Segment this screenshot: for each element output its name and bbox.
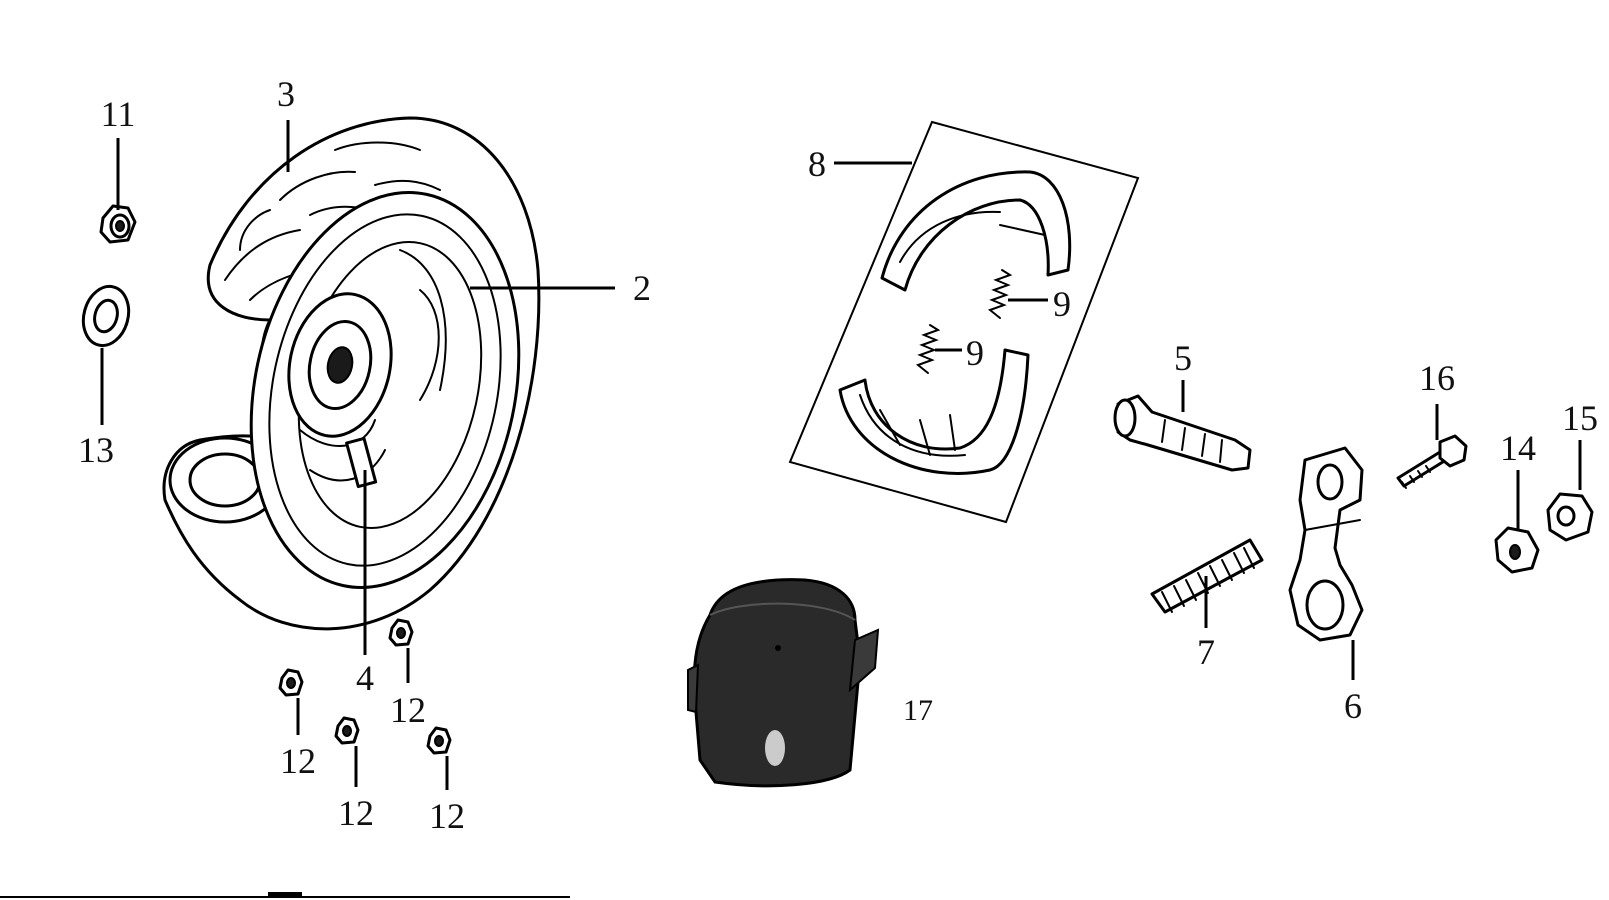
- callout-16: 16: [1419, 358, 1455, 398]
- lug-nut-part-12c: [334, 716, 360, 745]
- callout-12-c: 12: [338, 793, 374, 833]
- nut-part-14: [1494, 526, 1540, 574]
- callout-15: 15: [1562, 398, 1598, 438]
- lug-nut-part-12a: [388, 618, 414, 647]
- callout-6: 6: [1344, 686, 1362, 726]
- callout-11: 11: [101, 94, 136, 134]
- callout-4: 4: [356, 658, 374, 698]
- bottom-rule-mark: [268, 892, 302, 898]
- callout-14: 14: [1500, 428, 1536, 468]
- bolt-part-16: [1396, 434, 1468, 489]
- callout-labels: 11 13 3 2 4 12 12 12 12 8 9 9 5 7 6 16 1…: [78, 74, 1598, 836]
- callout-3: 3: [277, 74, 295, 114]
- callout-12-b: 12: [280, 741, 316, 781]
- callout-9-upper: 9: [1053, 284, 1071, 324]
- spring-part-9b: [915, 324, 941, 374]
- callout-13: 13: [78, 430, 114, 470]
- brake-cam-part-5: [1113, 394, 1252, 472]
- fender-part-17: [687, 578, 880, 788]
- washer-part-13: [81, 284, 131, 348]
- brake-shoe-set-part-8: [788, 120, 1140, 524]
- lug-nut-part-12d: [426, 726, 452, 755]
- callout-7: 7: [1197, 632, 1215, 672]
- callout-12-a: 12: [390, 690, 426, 730]
- spring-part-9a: [987, 269, 1013, 319]
- wheel-assembly: [162, 116, 541, 631]
- callout-9-lower: 9: [966, 333, 984, 373]
- nut-part-11: [99, 204, 137, 244]
- cap-part-15: [1546, 492, 1594, 542]
- lug-nut-part-12b: [278, 668, 304, 697]
- callout-5: 5: [1174, 338, 1192, 378]
- callout-12-d: 12: [429, 796, 465, 836]
- leader-lines: [100, 120, 1582, 790]
- callout-2: 2: [633, 268, 651, 308]
- brake-arm-part-6: [1288, 446, 1364, 642]
- valve-part-4: [345, 436, 378, 489]
- callout-8: 8: [808, 144, 826, 184]
- callout-17: 17: [903, 694, 933, 727]
